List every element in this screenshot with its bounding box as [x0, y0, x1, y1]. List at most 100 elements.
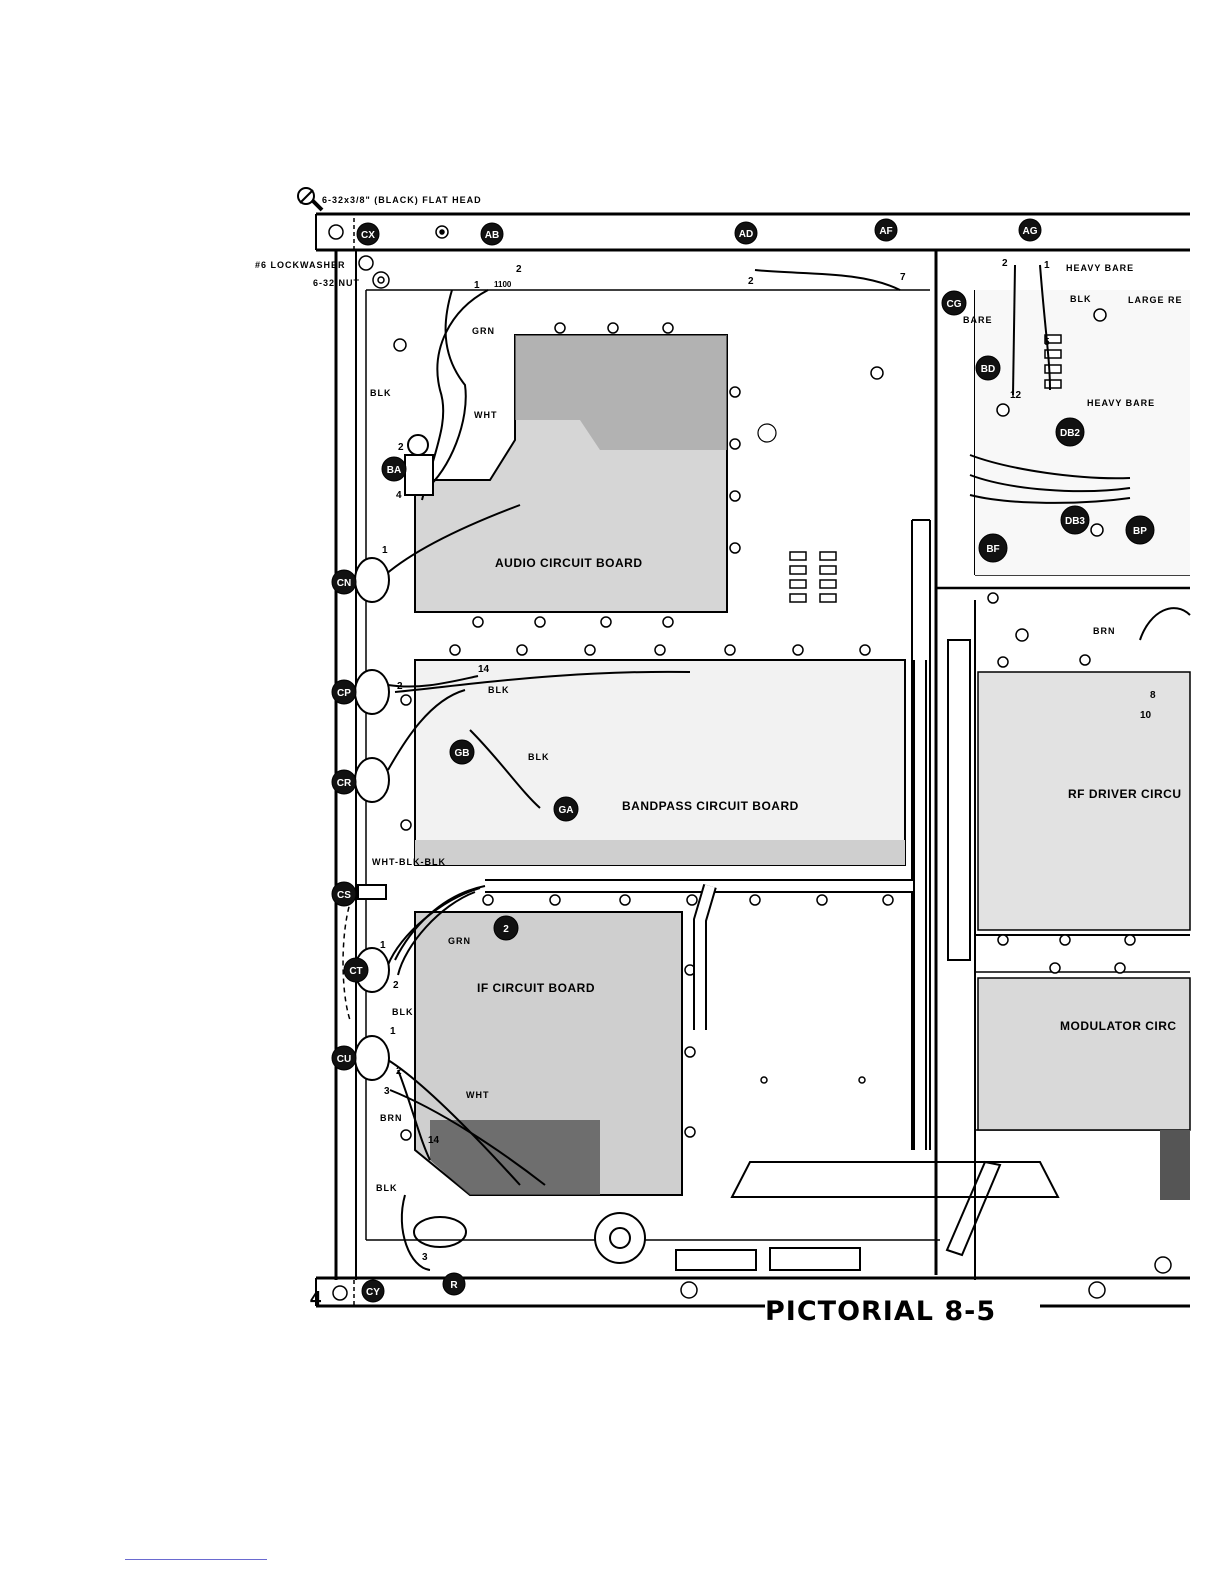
svg-text:4: 4: [310, 1288, 322, 1310]
svg-text:BP: BP: [1133, 526, 1147, 537]
modulator-circuit-board: [977, 977, 1191, 1200]
if-board-label: IF CIRCUIT BOARD: [477, 981, 595, 995]
svg-text:BLK: BLK: [1070, 294, 1092, 304]
svg-text:7: 7: [900, 272, 906, 283]
svg-text:CY: CY: [366, 1287, 380, 1298]
tag-ad: [734, 221, 758, 245]
svg-text:GRN: GRN: [448, 936, 471, 946]
modulator-board-label: MODULATOR CIRC: [1060, 1019, 1177, 1033]
svg-text:LARGE RE: LARGE RE: [1128, 295, 1183, 305]
svg-text:HEAVY BARE: HEAVY BARE: [1066, 263, 1134, 273]
tag-ag: [1018, 218, 1042, 242]
svg-text:1100: 1100: [494, 280, 512, 289]
svg-text:2: 2: [748, 276, 754, 287]
tag-ba: [381, 456, 407, 482]
svg-text:GB: GB: [455, 748, 470, 759]
tag-ct: [343, 957, 369, 983]
svg-text:AD: AD: [739, 229, 753, 240]
tag-cu: [331, 1045, 357, 1071]
svg-text:2: 2: [396, 1066, 402, 1077]
svg-text:CU: CU: [337, 1054, 351, 1065]
svg-text:2: 2: [1002, 258, 1008, 269]
nut-label: 6-32 NUT: [313, 278, 360, 288]
lockwasher-icon: [358, 255, 390, 289]
svg-text:2: 2: [503, 924, 509, 935]
svg-text:WHT-BLK-BLK: WHT-BLK-BLK: [372, 857, 446, 867]
tag-ga: [553, 796, 579, 822]
svg-text:BLK: BLK: [376, 1183, 398, 1193]
svg-text:10: 10: [1140, 710, 1152, 721]
svg-text:1: 1: [382, 545, 388, 556]
audio-circuit-board: [414, 334, 728, 613]
tag-cg: [941, 290, 967, 316]
svg-text:CX: CX: [361, 230, 375, 241]
tag-cy: [361, 1279, 385, 1303]
svg-text:2: 2: [397, 681, 403, 692]
svg-text:CP: CP: [337, 688, 351, 699]
svg-text:1: 1: [474, 280, 480, 291]
svg-text:DB2: DB2: [1060, 428, 1080, 439]
wire-color-labels: GRN BLK WHT BLK BLK WHT-BLK-BLK GRN BLK …: [370, 263, 1183, 1193]
svg-text:WHT: WHT: [466, 1090, 490, 1100]
lockwasher-label: #6 LOCKWASHER: [255, 260, 346, 270]
tag-db3: [1060, 505, 1090, 535]
svg-text:GA: GA: [559, 805, 574, 816]
svg-text:5: 5: [1044, 337, 1050, 348]
tag-bubbles: [331, 218, 1155, 1303]
svg-text:BLK: BLK: [370, 388, 392, 398]
tag-cn: [331, 569, 357, 595]
svg-text:14: 14: [428, 1135, 440, 1146]
screw-label: 6-32x3/8" (BLACK) FLAT HEAD: [322, 195, 482, 205]
bandpass-circuit-board: [414, 659, 906, 866]
svg-text:4: 4: [396, 490, 402, 501]
svg-text:DB3: DB3: [1065, 516, 1085, 527]
pictorial-title: PICTORIAL 8-5: [765, 1296, 996, 1327]
svg-text:BLK: BLK: [488, 685, 510, 695]
audio-board-label: AUDIO CIRCUIT BOARD: [495, 556, 643, 570]
svg-text:BARE: BARE: [963, 315, 993, 325]
svg-text:1: 1: [1044, 260, 1050, 271]
svg-text:8: 8: [1150, 690, 1156, 701]
svg-text:2: 2: [516, 264, 522, 275]
tag-bf: [978, 533, 1008, 563]
tag-texts: CX AB AD AF AG BA CN CP CR CS CT CU CY R…: [337, 226, 1147, 1298]
svg-text:CS: CS: [337, 890, 351, 901]
if-circuit-board: [414, 911, 683, 1196]
relay-socket: [789, 334, 1062, 603]
svg-text:CR: CR: [337, 778, 352, 789]
svg-text:WHT: WHT: [474, 410, 498, 420]
svg-text:1: 1: [380, 940, 386, 951]
svg-text:1: 1: [390, 1026, 396, 1037]
tag-db2: [1055, 417, 1085, 447]
dashed-jumper: [342, 889, 356, 1021]
svg-text:BRN: BRN: [1093, 626, 1116, 636]
svg-text:CG: CG: [947, 299, 962, 310]
svg-text:2: 2: [393, 980, 399, 991]
terminal-numbers: 1 2 1100 2 4 1 2 14 1 2 1 2 3 14 3 2 1 5…: [310, 258, 1156, 1310]
svg-text:3: 3: [422, 1252, 428, 1263]
footer-rule: [125, 1559, 267, 1560]
svg-text:BA: BA: [387, 465, 401, 476]
rf-driver-board-label: RF DRIVER CIRCU: [1068, 787, 1182, 801]
svg-text:GRN: GRN: [472, 326, 495, 336]
svg-text:BF: BF: [986, 544, 999, 555]
tag-cr: [331, 769, 357, 795]
screw-icon: [297, 187, 324, 212]
svg-text:CT: CT: [349, 966, 362, 977]
tag-bd: [975, 355, 1001, 381]
svg-text:3: 3: [384, 1086, 390, 1097]
tag-cp: [331, 679, 357, 705]
tag-cx: [356, 222, 380, 246]
svg-text:AF: AF: [879, 226, 892, 237]
terminal-lugs: [354, 434, 434, 1081]
svg-text:BLK: BLK: [392, 1007, 414, 1017]
lower-bracket: [413, 1160, 1060, 1271]
tag-af: [874, 218, 898, 242]
svg-text:2: 2: [398, 442, 404, 453]
wiring: [384, 264, 1191, 1271]
tag-bp: [1125, 515, 1155, 545]
svg-text:BLK: BLK: [528, 752, 550, 762]
mounting-holes: [328, 224, 1172, 1301]
svg-text:BRN: BRN: [380, 1113, 403, 1123]
